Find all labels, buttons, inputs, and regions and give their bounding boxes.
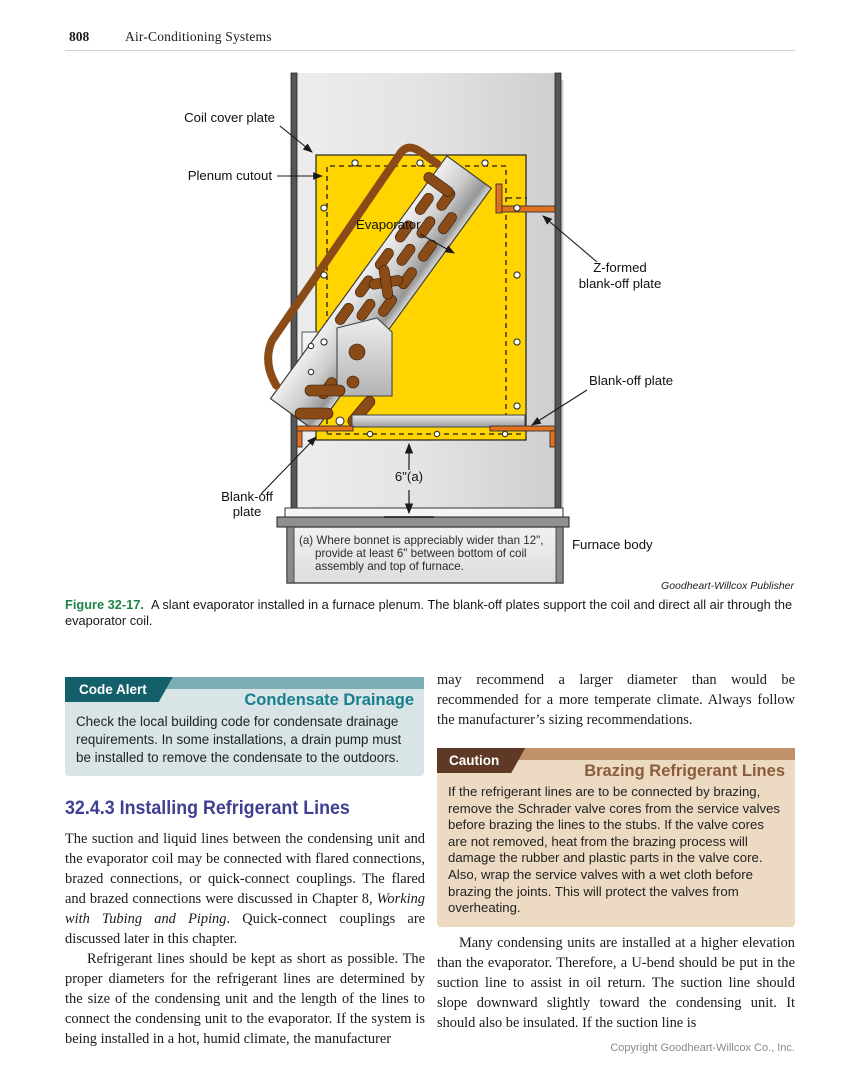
evaporator-slab bbox=[269, 155, 493, 432]
label-blank-off-right: Blank-off plate bbox=[589, 373, 673, 388]
code-alert-body: Check the local building code for conden… bbox=[76, 714, 402, 765]
figure-caption-text: A slant evaporator installed in a furnac… bbox=[65, 597, 793, 628]
duct-shadow bbox=[560, 80, 564, 508]
label-plenum-cutout: Plenum cutout bbox=[188, 168, 273, 183]
paragraph-text: . Quick-connect couplings are discussed … bbox=[65, 911, 425, 947]
running-head: Air-Conditioning Systems bbox=[125, 29, 272, 44]
code-alert-title: Condensate Drainage bbox=[244, 691, 414, 709]
figure-caption: Figure 32-17.A slant evaporator installe… bbox=[65, 597, 796, 629]
caution-title: Brazing Refrigerant Lines bbox=[584, 762, 785, 780]
header-rule bbox=[65, 50, 795, 51]
label-evaporator: Evaporator bbox=[356, 217, 421, 232]
furnace-left-wall bbox=[286, 526, 295, 584]
section-paragraph-2: Refrigerant lines should be kept as shor… bbox=[65, 951, 425, 1047]
label-z-formed-1: Z-formed bbox=[593, 260, 647, 275]
duct-right-wall bbox=[554, 72, 562, 509]
note-line-3: assembly and top of furnace. bbox=[315, 560, 464, 573]
code-alert-tab: Code Alert bbox=[65, 677, 173, 702]
page-number: 808 bbox=[69, 29, 90, 44]
code-alert-box: Code Alert Condensate Drainage Check the… bbox=[65, 677, 424, 777]
mounting-bracket bbox=[336, 317, 393, 397]
section-paragraph-1: The suction and liquid lines between the… bbox=[65, 829, 425, 949]
plenum-cutout-outline bbox=[326, 165, 507, 433]
label-coil-cover-plate: Coil cover plate bbox=[184, 110, 275, 125]
evaporator-assembly bbox=[264, 143, 493, 432]
dimension-arrow: 6"(a) bbox=[395, 442, 423, 515]
support-channel bbox=[351, 414, 526, 428]
blank-off-plates bbox=[296, 183, 556, 448]
right-paragraph-last: Many condensing units are installed at a… bbox=[437, 935, 795, 1031]
duct-left-wall bbox=[290, 72, 298, 509]
note-line-1: (a) Where bonnet is appreciably wider th… bbox=[299, 534, 544, 547]
z-blank-off-plate bbox=[495, 183, 503, 214]
furnace-bonnet bbox=[284, 507, 564, 518]
furnace-right-wall bbox=[555, 526, 564, 584]
leader-lines bbox=[260, 125, 598, 495]
caution-band bbox=[437, 748, 795, 760]
label-furnace-body: Furnace body bbox=[572, 537, 653, 552]
copyright-notice: Copyright Goodheart-Willcox Co., Inc. bbox=[610, 1042, 795, 1054]
note-line-2: provide at least 6" between bottom of co… bbox=[315, 547, 527, 560]
label-blank-off-left-2: plate bbox=[233, 504, 262, 519]
section-heading: 32.4.3 Installing Refrigerant Lines bbox=[65, 798, 350, 819]
book-title-italic: Working with Tubing and Piping bbox=[65, 891, 425, 927]
caution-box: Caution Brazing Refrigerant Lines If the… bbox=[437, 748, 795, 927]
caution-body: If the refrigerant lines are to be conne… bbox=[448, 784, 781, 916]
label-blank-off-left-1: Blank-off bbox=[221, 489, 273, 504]
refrigerant-tube bbox=[264, 143, 442, 390]
figure-caption-label: Figure 32-17. bbox=[65, 597, 144, 612]
dimension-label: 6"(a) bbox=[395, 469, 423, 484]
right-paragraph-continuation: may recommend a larger diameter than wou… bbox=[437, 672, 795, 728]
figure-diagram: 6"(a) Coil cover plate Plenum cutout Eva… bbox=[184, 72, 794, 592]
label-z-formed-2: blank-off plate bbox=[579, 276, 662, 291]
figure-credit: Goodheart-Willcox Publisher bbox=[661, 580, 794, 592]
paragraph-text: The suction and liquid lines between the… bbox=[65, 831, 425, 907]
plate-screws bbox=[307, 159, 521, 438]
caution-tab: Caution bbox=[437, 748, 525, 773]
furnace-cap bbox=[276, 516, 570, 528]
left-column: 32.4.3 Installing Refrigerant Lines The … bbox=[65, 798, 425, 1049]
drain-hole bbox=[335, 416, 345, 426]
